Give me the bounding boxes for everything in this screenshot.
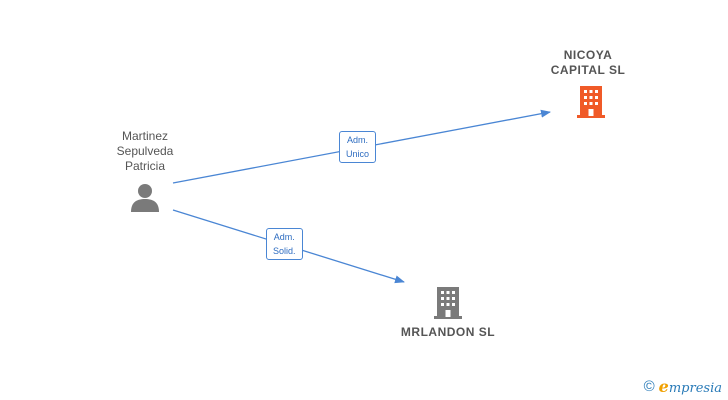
person-icon[interactable] xyxy=(129,183,161,213)
company-other-label: MRLANDON SL xyxy=(400,325,496,339)
company-main-label: NICOYA CAPITAL SL xyxy=(550,48,626,77)
person-name-label: Martinez Sepulveda Patricia xyxy=(116,129,174,173)
copyright-icon: © xyxy=(643,378,655,395)
edge-label-adm-unico[interactable]: Adm. Unico xyxy=(339,131,377,163)
brand-logo: empresia xyxy=(658,377,722,396)
building-icon[interactable] xyxy=(575,84,607,118)
building-icon[interactable] xyxy=(432,285,464,319)
empresia-watermark: © empresia xyxy=(644,377,722,396)
edge-label-adm-solid[interactable]: Adm. Solid. xyxy=(266,228,303,260)
